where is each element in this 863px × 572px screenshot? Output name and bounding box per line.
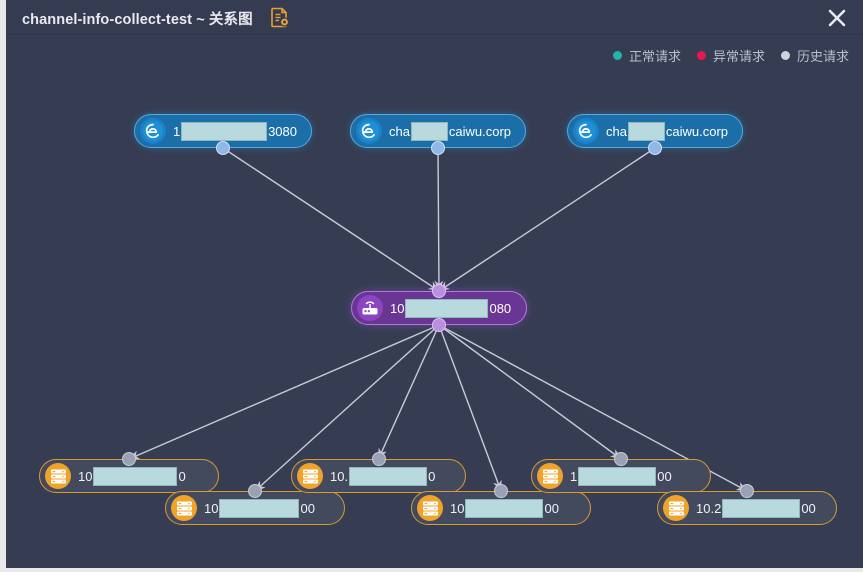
node-label-suffix: caiwu.corp [665,123,728,139]
graph-node-label: 10 00 [450,498,559,518]
router-icon [357,295,383,321]
redacted-text-block [181,121,268,141]
legend-item-normal-request[interactable]: 正常请求 [612,46,681,65]
internet-explorer-icon [573,118,599,144]
node-anchor-browser-2[interactable] [431,141,445,155]
legend-dot-history-icon [780,50,790,60]
node-anchor-server-5[interactable] [614,452,628,466]
graph-node-label: 10.2 00 [696,498,816,518]
node-label-prefix: 10 [390,300,405,316]
legend-dot-abnormal-icon [696,50,706,60]
node-anchor-server-4[interactable] [494,484,508,498]
graph-node-label: cha caiwu.corp [389,121,511,141]
report-document-icon[interactable] [270,7,290,28]
node-label-suffix: 00 [801,500,816,516]
redacted-text-block [93,466,178,486]
graph-node-label: 1 00 [570,466,672,486]
redacted-text-block [219,498,300,518]
redacted-text-block [410,121,448,141]
node-label-prefix: 10 [78,468,93,484]
node-anchor-out-gateway-1[interactable] [432,318,446,332]
node-anchor-server-3[interactable] [371,452,386,466]
graph-node-label: 10 0 [78,466,186,486]
database-stack-icon [663,495,689,521]
node-label-prefix: 10 [204,500,219,516]
node-label-prefix: cha [606,123,627,139]
node-label-suffix: 00 [544,500,559,516]
internet-explorer-icon [140,118,166,144]
database-stack-icon [417,495,443,521]
graph-node-label: cha caiwu.corp [606,121,728,141]
node-label-prefix: 10 [450,500,465,516]
database-stack-icon [297,463,323,489]
node-label-suffix: 080 [489,300,512,316]
node-label-suffix: 3080 [268,123,297,139]
node-label-prefix: 10. [330,468,349,484]
legend-label-history: 历史请求 [796,48,849,64]
node-anchor-browser-1[interactable] [216,141,230,155]
node-label-prefix: cha [389,123,410,139]
legend: 正常请求 异常请求 历史请求 [612,45,849,65]
graph-node-label: 1 3080 [173,121,297,141]
redacted-text-block [349,466,428,486]
page-title: channel-info-collect-test ~ 关系图 [22,12,253,28]
node-anchor-browser-3[interactable] [648,141,662,155]
database-stack-icon [171,495,197,521]
legend-label-normal: 正常请求 [628,48,681,64]
redacted-text-block [722,498,801,518]
node-label-suffix: 00 [300,500,315,516]
graph-edge-gateway-1-to-server-5 [438,324,622,460]
graph-node-label: 10 080 [390,298,512,318]
node-label-prefix: 10.2 [696,500,722,516]
node-anchor-server-2[interactable] [248,484,262,498]
window-titlebar: channel-info-collect-test ~ 关系图 [6,0,863,35]
database-stack-icon [537,463,563,489]
node-label-prefix: 1 [570,468,578,484]
legend-item-history-request[interactable]: 历史请求 [780,46,849,65]
graph-edge-gateway-1-to-server-1 [128,324,440,460]
graph-node-server-4[interactable]: 10 00 [411,491,591,525]
graph-edge-browser-1-to-gateway-1 [222,147,440,292]
graph-node-label: 10.0 [330,466,436,486]
legend-label-abnormal: 异常请求 [712,48,765,64]
internet-explorer-icon [356,118,382,144]
database-stack-icon [45,463,71,489]
graph-node-label: 10 00 [204,498,315,518]
legend-dot-normal-icon [612,50,622,60]
graph-edge-gateway-1-to-server-3 [377,324,440,460]
graph-edge-browser-3-to-gateway-1 [438,147,656,292]
redacted-text-block [465,498,544,518]
node-label-suffix: caiwu.corp [448,123,511,139]
redacted-text-block [578,466,657,486]
node-label-suffix: 0 [428,468,436,484]
node-label-suffix: 00 [657,468,672,484]
legend-item-abnormal-request[interactable]: 异常请求 [696,46,765,65]
node-label-suffix: 0 [178,468,186,484]
node-anchor-server-1[interactable] [122,452,136,466]
node-label-prefix: 1 [173,123,181,139]
graph-edge-browser-2-to-gateway-1 [434,147,444,292]
redacted-text-block [405,298,489,318]
close-button[interactable] [821,3,853,33]
node-anchor-in-gateway-1[interactable] [432,284,446,298]
redacted-text-block [627,121,665,141]
node-anchor-server-6[interactable] [740,484,754,498]
